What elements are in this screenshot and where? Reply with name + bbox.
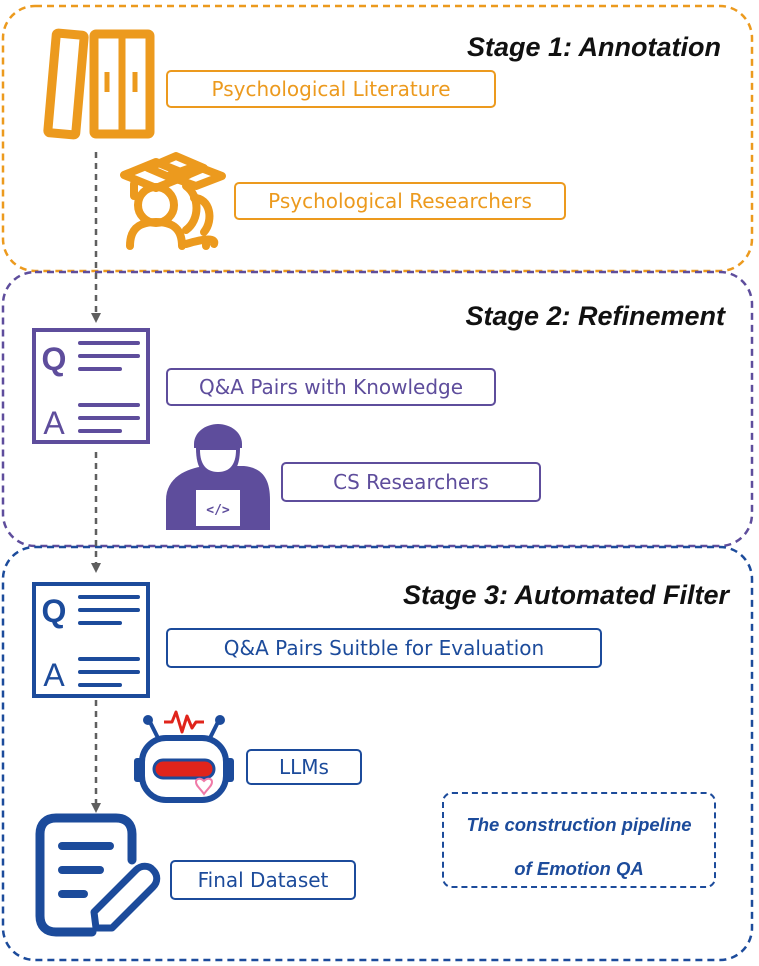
- stage-1-title: Stage 1: Annotation: [467, 32, 721, 62]
- caption-box: The construction pipeline of Emotion QA: [442, 792, 716, 888]
- code-glyph: </>: [206, 503, 230, 518]
- stage-2-title: Stage 2: Refinement: [465, 301, 725, 331]
- graduate-users-icon: [120, 152, 226, 250]
- psychological-researchers-label: Psychological Researchers: [234, 182, 566, 220]
- stage-3-title: Stage 3: Automated Filter: [402, 580, 729, 610]
- qa-document-icon: Q A: [32, 582, 150, 698]
- final-dataset-label: Final Dataset: [170, 860, 356, 900]
- stage-1-box: [1, 4, 754, 273]
- qa-pairs-suitable-label: Q&A Pairs Suitble for Evaluation: [166, 628, 602, 668]
- robot-icon: [134, 710, 234, 803]
- document-edit-icon: [35, 813, 161, 937]
- books-icon: [43, 28, 155, 140]
- stage-3-box: [1, 545, 754, 962]
- llms-label: LLMs: [246, 749, 362, 785]
- qa-icon-a-letter: A: [43, 657, 65, 693]
- caption-line-2: of Emotion QA: [514, 858, 644, 879]
- caption-line-1: The construction pipeline: [466, 814, 692, 835]
- psychological-literature-label: Psychological Literature: [166, 70, 496, 108]
- qa-icon-a-letter: A: [43, 405, 65, 441]
- developer-icon: </>: [166, 424, 270, 530]
- qa-document-icon: Q A: [32, 328, 150, 444]
- cs-researchers-label: CS Researchers: [281, 462, 541, 502]
- qa-icon-q-letter: Q: [42, 593, 67, 629]
- qa-pairs-with-knowledge-label: Q&A Pairs with Knowledge: [166, 368, 496, 406]
- qa-icon-q-letter: Q: [42, 341, 67, 377]
